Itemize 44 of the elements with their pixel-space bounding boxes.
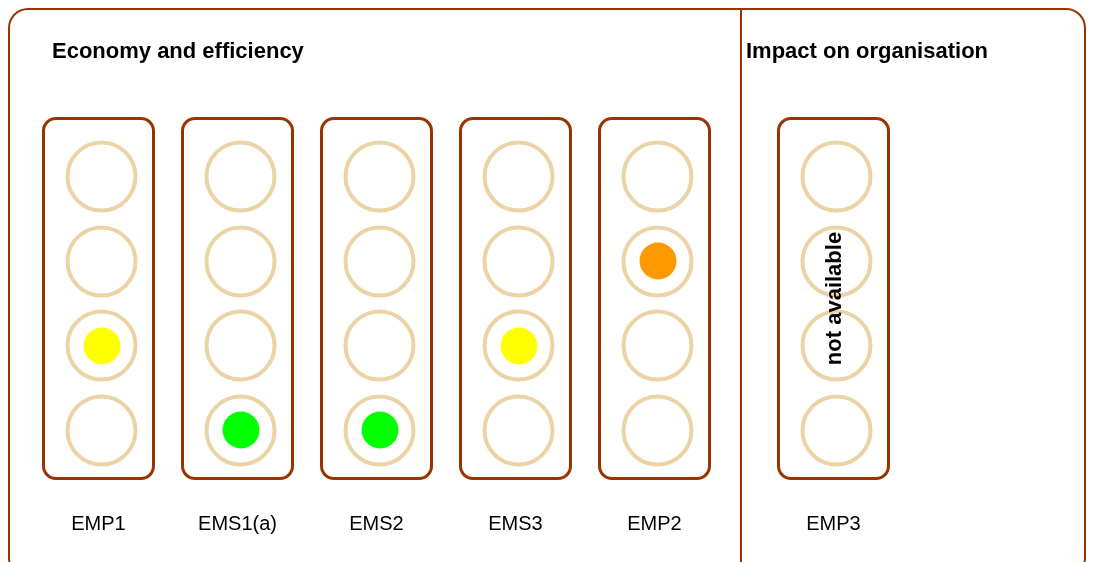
indicator-dot [360,411,399,449]
status-note: not available [820,231,847,366]
section-title: Impact on organisation [746,37,989,65]
lamp-ring [204,393,277,467]
section-title: Economy and efficiency [52,37,304,65]
indicator-column [320,117,433,480]
lamp-ring [65,140,138,213]
lamp-ring [343,393,416,467]
lamp-ring [621,224,694,298]
column-label: EMS3 [487,511,544,536]
column-label: EMS1(a) [197,511,278,536]
indicator-dot [82,326,121,365]
section-panel [740,8,1086,562]
lamp-ring [800,393,873,467]
indicator-dot [221,411,260,449]
lamp-ring [621,393,694,467]
column-label: EMP2 [626,511,683,536]
indicator-column [777,117,890,480]
lamp-ring [204,309,277,382]
lamp-ring [204,140,277,213]
indicator-dot [638,242,677,280]
column-label: EMS2 [348,511,405,536]
indicator-column [598,117,711,480]
lamp-ring [482,140,555,213]
lamp-ring [65,224,138,298]
indicator-column [181,117,294,480]
lamp-ring [65,393,138,467]
lamp-ring [343,140,416,213]
indicator-column [459,117,572,480]
lamp-ring [800,140,873,213]
indicator-column [42,117,155,480]
lamp-ring [621,309,694,382]
section-panel [8,8,740,562]
lamp-ring [621,140,694,213]
lamp-ring [343,224,416,298]
lamp-ring [482,224,555,298]
lamp-ring [65,309,138,382]
lamp-ring [204,224,277,298]
lamp-ring [482,393,555,467]
column-label: EMP1 [70,511,127,536]
lamp-ring [482,309,555,382]
lamp-ring [343,309,416,382]
column-label: EMP3 [805,511,862,536]
indicator-dot [499,326,538,365]
